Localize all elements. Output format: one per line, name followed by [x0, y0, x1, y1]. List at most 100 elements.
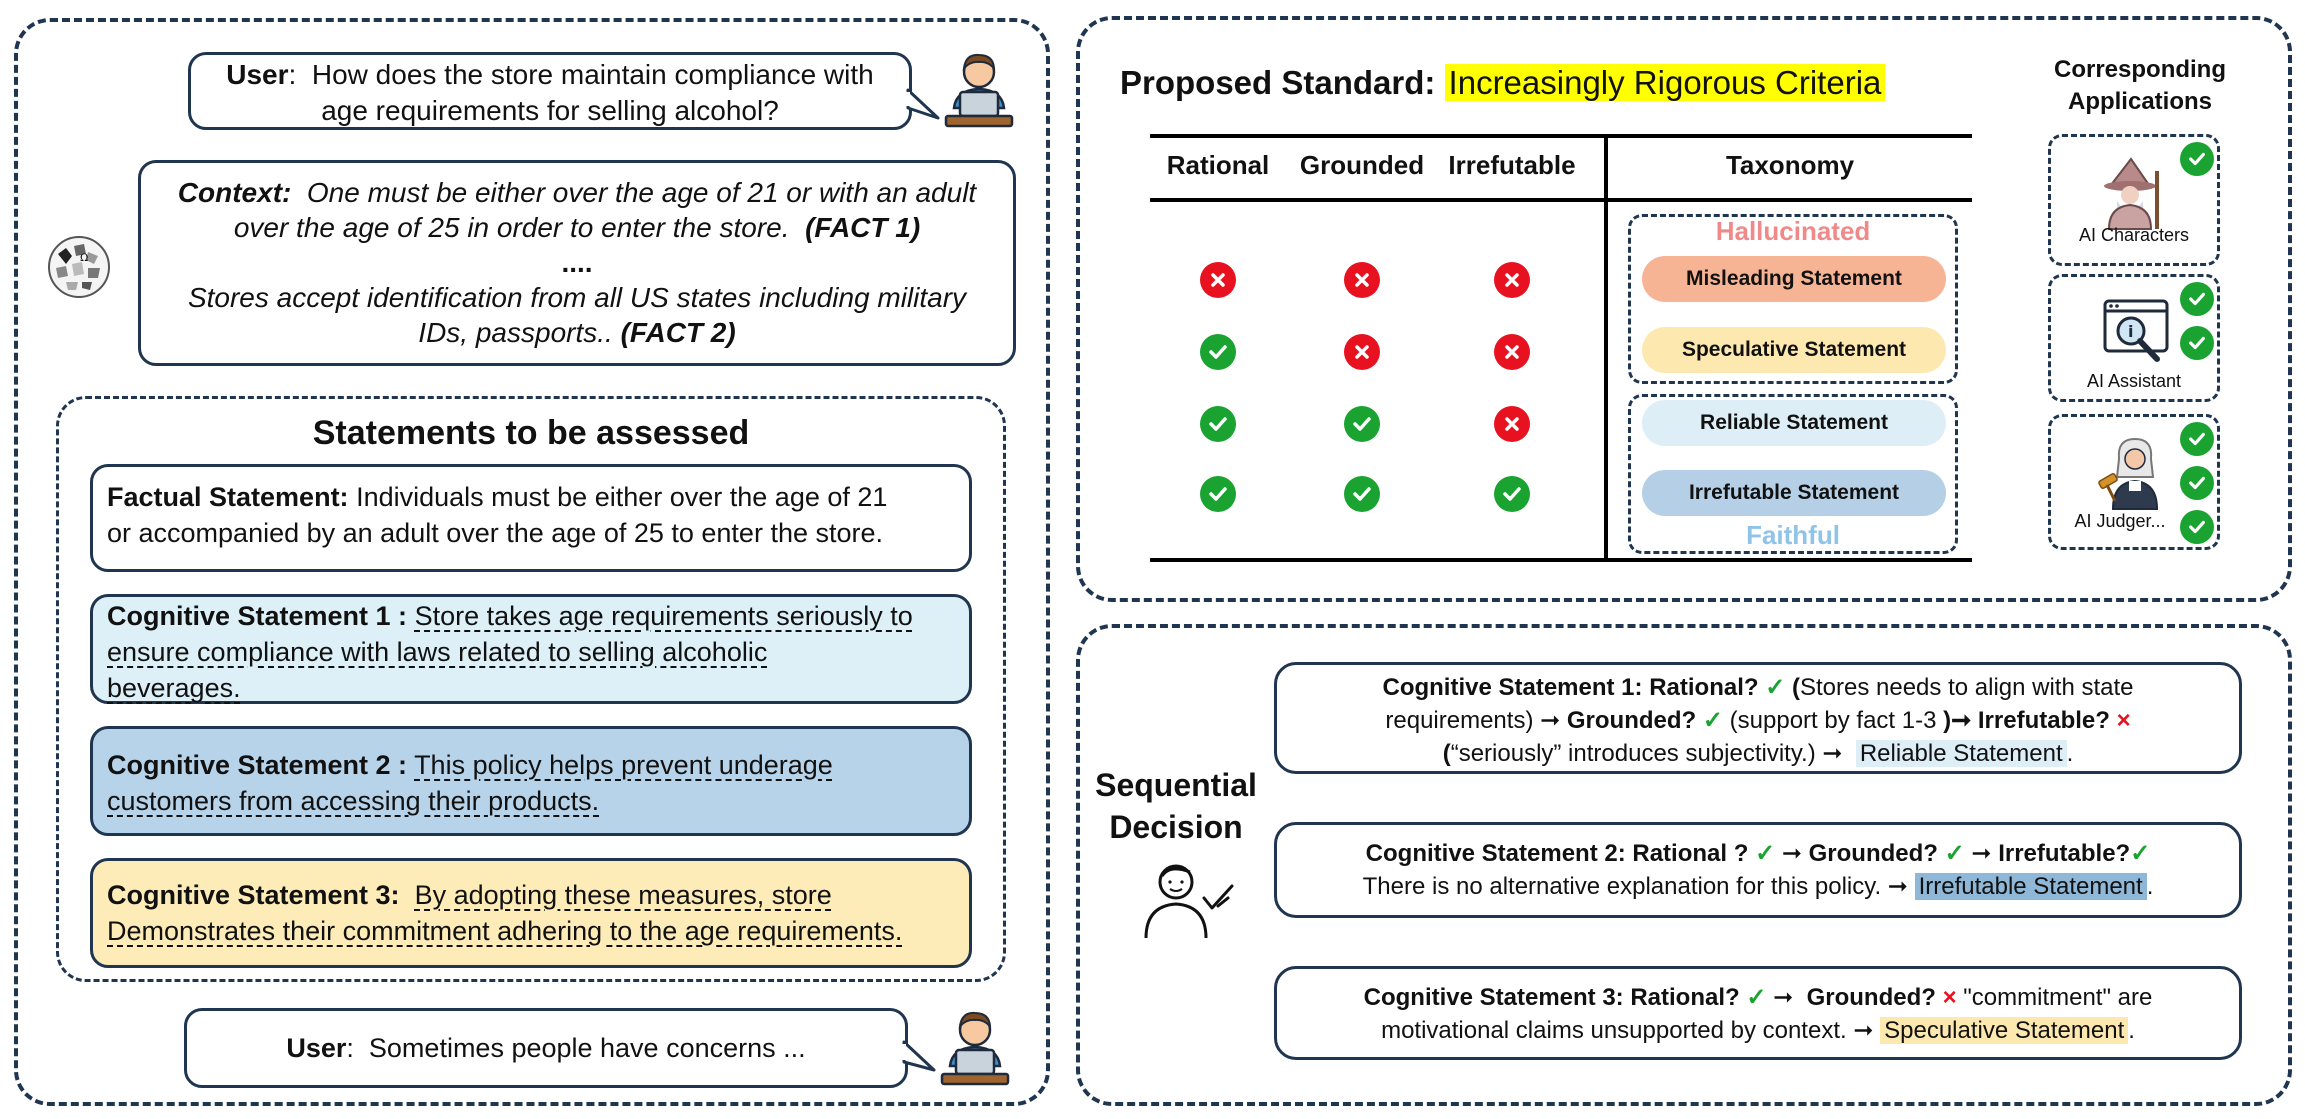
- user-question-text: User: How does the store maintain compli…: [226, 59, 874, 126]
- check-circle-icon: [1494, 476, 1530, 512]
- hallucinated-label: Hallucinated: [1715, 216, 1871, 246]
- check-circle-icon: [1344, 406, 1380, 442]
- check-mark: ✓: [1944, 840, 1965, 867]
- result-reliable-statement: Reliable Statement: [1855, 740, 2067, 767]
- context-bubble: Context: One must be either over the age…: [138, 160, 1016, 366]
- magnifier-assistant-icon: i: [2103, 299, 2169, 362]
- standard-title-highlight: Increasingly Rigorous Criteria: [1444, 64, 1886, 101]
- check-badge-icon: [2180, 282, 2214, 316]
- result-irrefutable-statement: Irrefutable Statement: [1914, 873, 2147, 900]
- check-circle-icon: [1200, 334, 1236, 370]
- cross-mark: ×: [2116, 707, 2131, 734]
- sequential-decision-title: Sequential Decision: [1095, 767, 1257, 845]
- wizard-character-icon: [2104, 157, 2159, 230]
- check-badge-icon: [2180, 326, 2214, 360]
- check-badge-icon: [2180, 510, 2214, 544]
- table-header-rule: [1150, 198, 1972, 202]
- sequential-panel: [1076, 624, 2292, 1106]
- cognitive-statement-1-label: Cognitive Statement 1 :: [107, 601, 408, 631]
- check-badge-icon: [2180, 422, 2214, 456]
- judge-icon: [2098, 437, 2159, 510]
- user-laptop-avatar-icon: [940, 1011, 1010, 1086]
- cross-circle-icon: [1494, 334, 1530, 370]
- cognitive-statement-3-label: Cognitive Statement 3:: [107, 880, 400, 910]
- taxonomy-misleading-statement: Misleading Statement: [1642, 256, 1946, 302]
- table-divider: [1604, 134, 1608, 562]
- app-ai-judger: AI Judger...: [2048, 414, 2220, 550]
- faithful-group: [1628, 394, 1958, 554]
- arrow: ➞: [1822, 740, 1843, 767]
- cognitive-statement-2-label: Cognitive Statement 2 :: [107, 750, 408, 780]
- faithful-label: Faithful: [1746, 520, 1840, 550]
- column-header-rational: Rational: [1166, 150, 1270, 180]
- cross-circle-icon: [1200, 262, 1236, 298]
- table-top-rule: [1150, 134, 1972, 138]
- check-circle-icon: [1200, 476, 1236, 512]
- svg-text:Ω: Ω: [80, 253, 88, 264]
- user-question-bubble: User: How does the store maintain compli…: [188, 52, 912, 130]
- check-circle-icon: [1344, 476, 1380, 512]
- arrow: ➞: [1773, 984, 1794, 1011]
- person-decision-icon: [1144, 864, 1234, 939]
- app-ai-characters-label: AI Characters: [2078, 225, 2190, 245]
- column-header-taxonomy: Taxonomy: [1725, 150, 1855, 180]
- check-mark: ✓: [1746, 984, 1767, 1011]
- bubble-tail-2: [902, 1040, 936, 1072]
- app-ai-assistant: i AI Assistant: [2048, 274, 2220, 402]
- check-mark: ✓: [1765, 674, 1786, 701]
- cross-circle-icon: [1344, 262, 1380, 298]
- user-followup-text: User: Sometimes people have concerns ...: [286, 1033, 806, 1063]
- cognitive-statement-3-text: Cognitive Statement 3: By adopting these…: [107, 880, 903, 946]
- check-badge-icon: [2180, 466, 2214, 500]
- taxonomy-irrefutable-statement: Irrefutable Statement: [1642, 470, 1946, 516]
- result-speculative-statement: Speculative Statement: [1880, 1017, 2129, 1044]
- criteria-marks-grid: [1150, 200, 1600, 558]
- cognitive-statement-3-card: Cognitive Statement 3: By adopting these…: [90, 858, 972, 968]
- check-mark: ✓: [2130, 840, 2151, 867]
- user-laptop-avatar-icon: [944, 53, 1014, 128]
- check-badge-icon: [2180, 142, 2214, 176]
- factual-statement-label: Factual Statement:: [107, 482, 349, 512]
- svg-text:i: i: [2128, 322, 2133, 341]
- arrow: ➞: [1887, 873, 1908, 900]
- sequential-statement-2: Cognitive Statement 2: Rational ? ✓ ➞ Gr…: [1274, 822, 2242, 918]
- sequential-statement-1: Cognitive Statement 1: Rational? ✓ (Stor…: [1274, 662, 2242, 774]
- taxonomy-reliable-statement: Reliable Statement: [1642, 400, 1946, 446]
- cross-mark: ×: [1942, 984, 1957, 1011]
- cognitive-statement-1-card: Cognitive Statement 1 : Store takes age …: [90, 594, 972, 704]
- factual-statement-text: Factual Statement: Individuals must be e…: [107, 482, 888, 548]
- left-panel: [14, 18, 1050, 1106]
- arrow: ➞: [1853, 1017, 1874, 1044]
- context-label: Context:: [177, 177, 292, 208]
- cognitive-statement-2-text: Cognitive Statement 2 : This policy help…: [107, 750, 833, 816]
- sequential-statement-3: Cognitive Statement 3: Rational? ✓ ➞ Gro…: [1274, 966, 2242, 1060]
- user-followup-bubble: User: Sometimes people have concerns ...: [184, 1008, 908, 1088]
- cross-circle-icon: [1344, 334, 1380, 370]
- taxonomy-speculative-statement: Speculative Statement: [1642, 327, 1946, 373]
- column-header-grounded: Grounded: [1299, 150, 1425, 180]
- context-ellipsis: ....: [561, 247, 593, 278]
- arrow: ➞: [1781, 840, 1802, 867]
- app-ai-assistant-label: AI Assistant: [2086, 371, 2182, 391]
- cognitive-statement-2-card: Cognitive Statement 2 : This policy help…: [90, 726, 972, 836]
- table-bottom-rule: [1150, 558, 1972, 562]
- cross-circle-icon: [1494, 406, 1530, 442]
- user-speaker: User: [226, 59, 289, 90]
- app-ai-judger-label: AI Judger...: [2074, 511, 2166, 531]
- check-mark: ✓: [1702, 707, 1723, 734]
- arrow: ➞: [1971, 840, 1992, 867]
- user-followup-speaker: User: [286, 1033, 347, 1063]
- standard-panel: [1076, 16, 2292, 602]
- statements-title: Statements to be assessed: [312, 414, 750, 452]
- applications-title: Corresponding Applications: [2054, 56, 2226, 115]
- cross-circle-icon: [1494, 262, 1530, 298]
- wikipedia-globe-icon: Ω: [48, 236, 110, 298]
- cognitive-statement-1-text: Cognitive Statement 1 : Store takes age …: [107, 601, 913, 703]
- fact1-label: (FACT 1): [805, 212, 921, 243]
- statements-panel: [56, 396, 1006, 982]
- hallucinated-group: [1628, 214, 1958, 384]
- app-ai-characters: AI Characters: [2048, 134, 2220, 266]
- fact2-label: (FACT 2): [620, 317, 736, 348]
- standard-title: Proposed Standard: Increasingly Rigorous…: [1120, 64, 1886, 102]
- column-header-irrefutable: Irrefutable: [1448, 150, 1576, 180]
